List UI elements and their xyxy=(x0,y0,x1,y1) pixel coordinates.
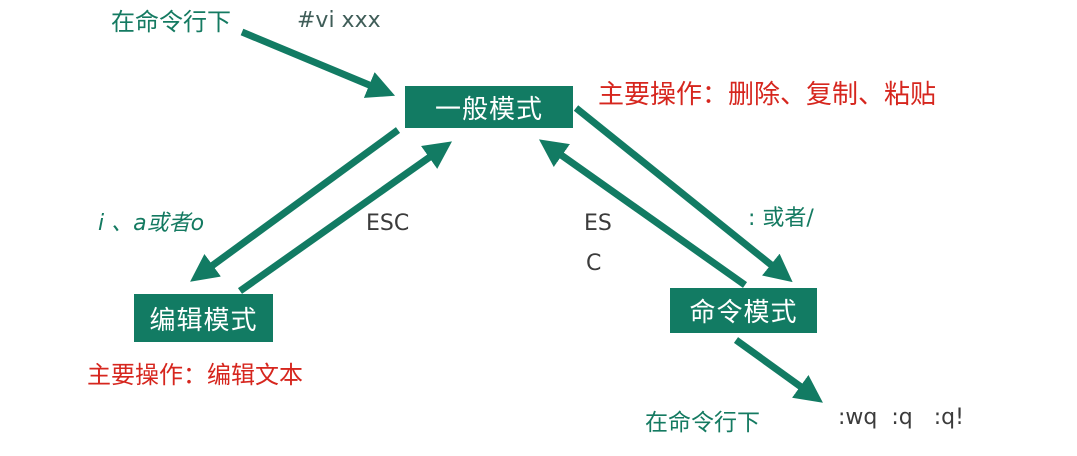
start-command-label: #vi xxx xyxy=(297,8,381,33)
esc-right-label-line2: C xyxy=(586,251,602,276)
command-keys-label: : 或者/ xyxy=(748,206,814,231)
arrow-edit-to-normal xyxy=(237,141,453,294)
node-normal-mode-label: 一般模式 xyxy=(434,94,543,125)
exit-prefix-label: 在命令行下 xyxy=(645,410,760,436)
node-edit-mode: 编辑模式 xyxy=(134,294,273,342)
arrow-normal-to-command xyxy=(573,105,793,283)
edit-keys-label: i 、a或者o xyxy=(98,211,205,236)
arrow-command-to-normal xyxy=(538,139,748,288)
arrow-normal-to-edit xyxy=(190,127,401,282)
node-edit-mode-label: 编辑模式 xyxy=(149,305,258,336)
arrow-command-to-exit xyxy=(733,337,823,403)
node-normal-mode: 一般模式 xyxy=(405,86,573,128)
esc-right-label-line1: ES xyxy=(584,211,612,236)
node-command-mode-label: 命令模式 xyxy=(689,298,798,328)
start-prefix-label: 在命令行下 xyxy=(111,8,231,36)
node-command-mode: 命令模式 xyxy=(670,288,817,333)
arrow-start-to-normal xyxy=(240,28,396,98)
edit-mode-ops-label: 主要操作：编辑文本 xyxy=(87,361,303,389)
normal-mode-ops-label: 主要操作：删除、复制、粘贴 xyxy=(598,80,937,110)
esc-left-label: ESC xyxy=(366,211,410,236)
exit-commands-label: :wq :q :q! xyxy=(838,405,964,430)
